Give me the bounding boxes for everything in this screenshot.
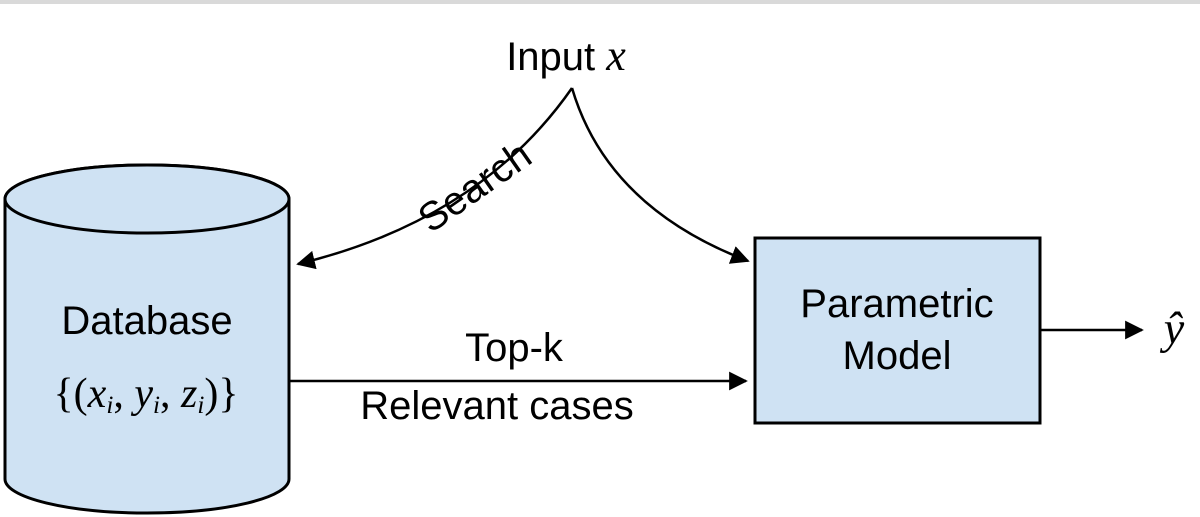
database-cylinder-top [3, 163, 291, 235]
formula-sub-x: i [106, 392, 114, 420]
formula-var-x: x [87, 370, 107, 417]
search-curve-arrow [296, 87, 574, 270]
database-label: Database [61, 299, 233, 343]
parametric-model-box [753, 236, 1042, 425]
formula-comma-1: , [113, 370, 135, 417]
input-to-model-arrow [570, 87, 750, 264]
model-label-line2: Model [842, 334, 952, 378]
formula-var-y: y [134, 370, 153, 417]
input-var: x [606, 30, 626, 80]
formula-open: {( [53, 370, 88, 417]
topk-label-line2: Relevant cases [360, 384, 634, 428]
database-formula: {(xi, yi, zi)} [53, 370, 239, 420]
formula-sub-z: i [197, 392, 205, 420]
model-label-line1: Parametric [800, 282, 994, 326]
formula-sub-y: i [152, 392, 160, 420]
input-word: Input [506, 34, 596, 79]
formula-comma-2: , [159, 370, 181, 417]
formula-var-z: z [180, 370, 198, 417]
input-label: Input x [506, 30, 626, 80]
window-top-edge [0, 0, 1200, 4]
topk-label-line1: Top-k [465, 326, 563, 370]
formula-close: )} [204, 370, 239, 417]
output-label: ŷ [1163, 302, 1185, 354]
model-label: Parametric Model [800, 278, 993, 382]
